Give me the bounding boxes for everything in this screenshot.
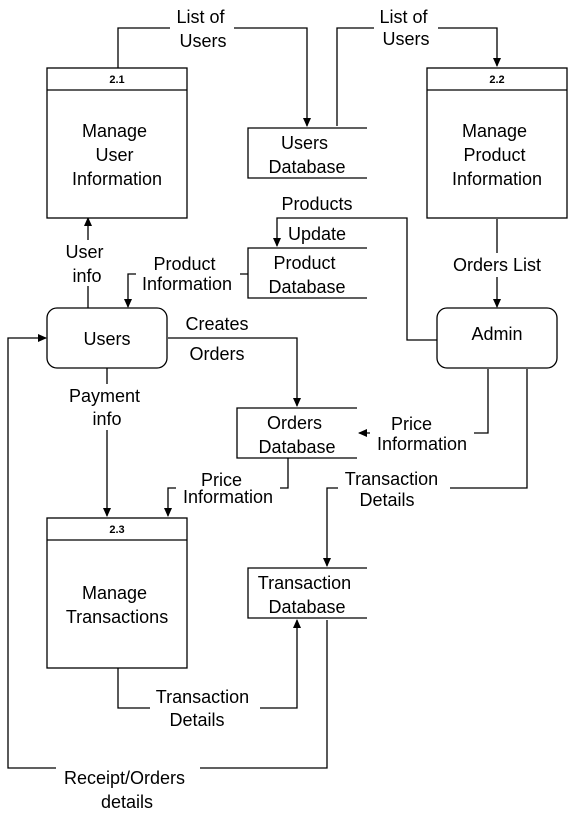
svg-text:Users Database: Users Database: [268, 133, 345, 177]
flow-creates-orders: [168, 337, 301, 407]
process-2-3: 2.3 Manage Transactions: [46, 517, 188, 669]
label-user-info: User info: [65, 242, 108, 286]
process-2-3-number: 2.3: [109, 524, 124, 536]
svg-text:Product Database: Product Database: [268, 253, 345, 297]
entity-users: Users: [46, 307, 168, 369]
label-receipt-orders-details: Receipt/Orders details: [64, 768, 190, 812]
label-list-of-users-right: List of Users: [379, 7, 432, 49]
process-2-2: 2.2 Manage Product Information: [426, 67, 568, 219]
label-price-info-orders: Price Information: [183, 470, 273, 507]
svg-text:Transaction Database: Transaction Database: [258, 573, 356, 617]
label-orders-list: Orders List: [453, 255, 541, 275]
store-orders-database: Orders Database: [236, 407, 357, 459]
label-price-info-admin: Price Information: [377, 414, 467, 454]
store-product-database: Product Database: [247, 247, 367, 299]
store-transaction-database: Transaction Database: [247, 567, 367, 619]
process-2-1-number: 2.1: [109, 74, 124, 86]
store-users-database: Users Database: [247, 127, 367, 179]
process-2-1: 2.1 Manage User Information: [46, 67, 188, 219]
entity-admin: Admin: [436, 307, 558, 369]
flow-products-update: [273, 217, 437, 341]
process-2-2-number: 2.2: [489, 74, 504, 86]
flow-receipt-orders: [7, 334, 328, 769]
svg-text:Admin: Admin: [471, 324, 522, 344]
label-transaction-details-admin: Transaction Details: [345, 469, 443, 510]
label-payment-info: Payment info: [69, 386, 145, 429]
process-2-2-label: Manage Product Information: [452, 121, 542, 189]
label-creates: Creates: [185, 314, 248, 334]
svg-text:Users: Users: [83, 329, 130, 349]
label-products: Products: [281, 194, 352, 214]
svg-text:Orders Database: Orders Database: [258, 413, 335, 457]
label-transaction-details-p23: Transaction Details: [156, 687, 254, 730]
flow-labels: List of Users List of Users Products Upd…: [56, 6, 550, 812]
label-update: Update: [288, 224, 346, 244]
process-2-1-label: Manage User Information: [72, 121, 162, 189]
label-list-of-users-left: List of Users: [176, 7, 229, 51]
connectors: [7, 27, 528, 769]
label-orders: Orders: [189, 344, 244, 364]
process-2-3-label: Manage Transactions: [66, 583, 168, 627]
label-product-information: Product Information: [142, 254, 232, 294]
